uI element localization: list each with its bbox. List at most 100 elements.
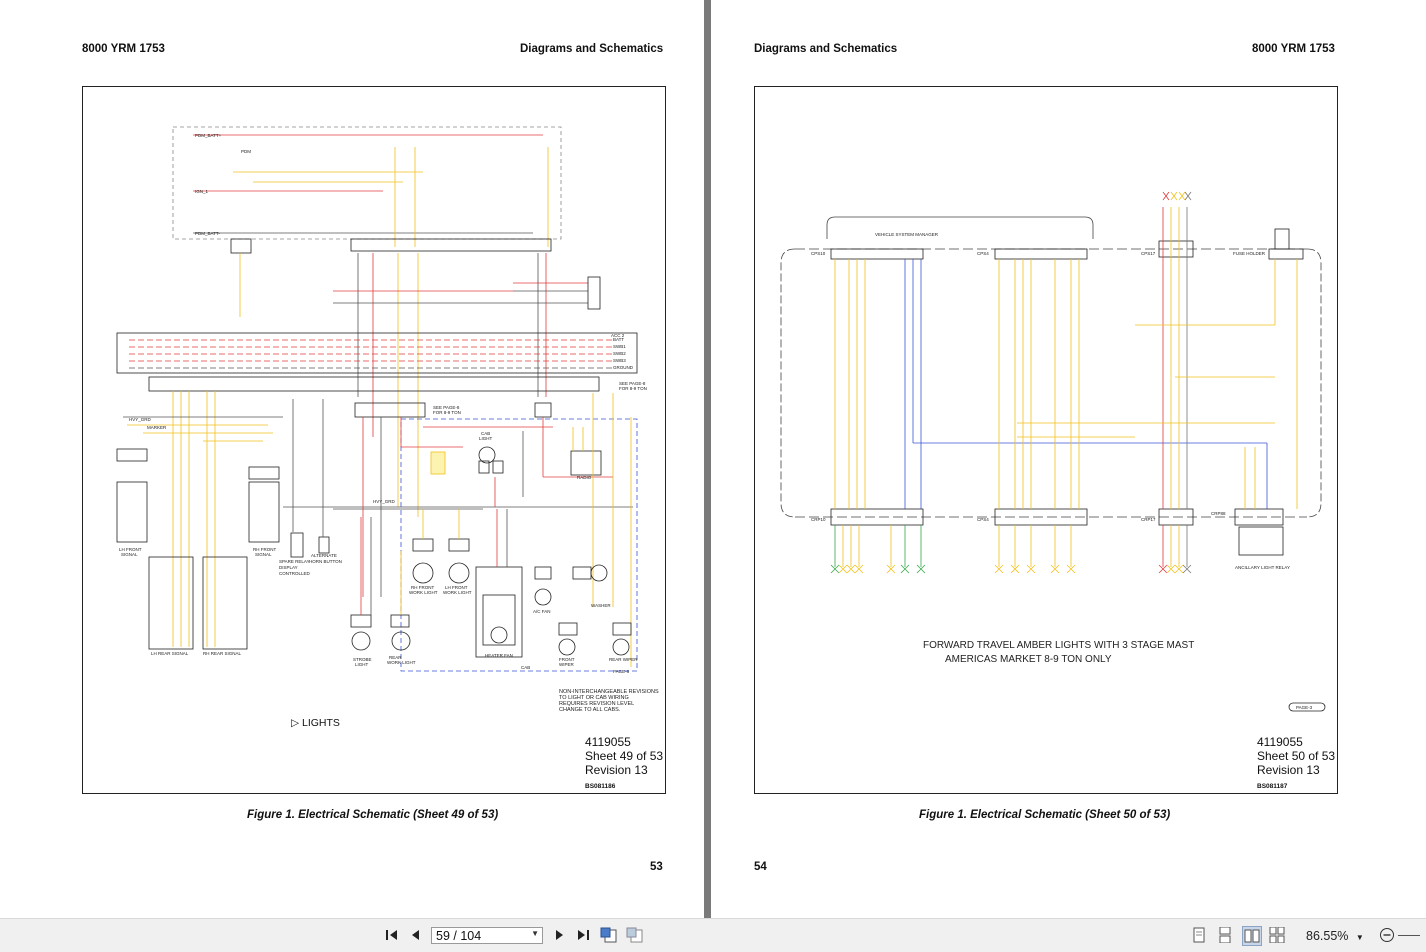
next-page-icon[interactable] — [550, 926, 568, 944]
svg-text:CRP88: CRP88 — [1211, 511, 1226, 516]
last-page-icon[interactable] — [574, 926, 592, 944]
revision-number: Revision 13 — [1257, 763, 1320, 777]
svg-text:HVY_GRD: HVY_GRD — [373, 499, 396, 504]
svg-text:RADIO: RADIO — [577, 475, 592, 480]
svg-text:DISPLAY: DISPLAY — [279, 565, 298, 570]
zoom-slider[interactable] — [1398, 935, 1420, 936]
extract-page-icon[interactable] — [600, 926, 618, 944]
page-number-input[interactable]: 59 / 104 ▼ — [431, 927, 543, 944]
svg-text:HORN BUTTON: HORN BUTTON — [309, 559, 342, 564]
svg-text:IGN_1: IGN_1 — [195, 189, 209, 194]
svg-text:PDM_BATT-: PDM_BATT- — [195, 231, 220, 236]
svg-text:CAB: CAB — [481, 431, 490, 436]
bs-number: BS081186 — [585, 783, 616, 790]
svg-text:LH FRONT: LH FRONT — [119, 547, 142, 552]
svg-text:HVY_GRD: HVY_GRD — [129, 417, 152, 422]
svg-text:FOR 8-9 TON: FOR 8-9 TON — [433, 410, 461, 415]
svg-text:RH FRONT: RH FRONT — [253, 547, 276, 552]
fuse-holder-label: FUSE HOLDER — [1233, 251, 1266, 256]
chevron-down-icon[interactable]: ▼ — [531, 929, 539, 938]
svg-text:CPS4: CPS4 — [977, 251, 989, 256]
sheet-number: Sheet 50 of 53 — [1257, 749, 1336, 763]
relay-label: ANCILLARY LIGHT RELAY — [1235, 565, 1290, 570]
title-block: 4119055 Sheet 49 of 53 Revision 13 — [585, 735, 663, 777]
chevron-down-icon[interactable]: ▼ — [1355, 933, 1364, 942]
document-viewport[interactable]: 8000 YRM 1753 Diagrams and Schematics — [0, 0, 1426, 918]
sheet-number: Sheet 49 of 53 — [585, 749, 664, 763]
page-54: Diagrams and Schematics 8000 YRM 1753 — [711, 0, 1426, 918]
section-header: Diagrams and Schematics — [754, 43, 898, 55]
figure-caption: Figure 1. Electrical Schematic (Sheet 49… — [247, 809, 499, 821]
svg-text:CPS4: CPS4 — [977, 517, 989, 522]
svg-text:MARKER: MARKER — [147, 425, 167, 430]
svg-text:PDM: PDM — [241, 149, 251, 154]
schematic-drawing: PDM_BATT+ IGN_1 PDM_BATT- PDM BATT SWB1 … — [116, 126, 647, 674]
vsm-label: VEHICLE SYSTEM MANAGER — [875, 232, 939, 237]
lights-label: ▷ LIGHTS — [291, 717, 340, 729]
svg-text:WASHER: WASHER — [591, 603, 611, 608]
svg-text:CAB: CAB — [521, 665, 530, 670]
two-page-continuous-icon[interactable] — [1268, 926, 1286, 944]
svg-text:SWB2: SWB2 — [613, 351, 626, 356]
svg-text:FOR 8-9 TON: FOR 8-9 TON — [619, 386, 647, 391]
note-line: REQUIRES REVISION LEVEL — [559, 701, 635, 707]
svg-text:SEE PAGE-8: SEE PAGE-8 — [433, 405, 460, 410]
svg-text:REAR WIPER: REAR WIPER — [609, 657, 638, 662]
zoom-value: 86.55% — [1306, 929, 1349, 943]
svg-text:RH REAR SIGNAL: RH REAR SIGNAL — [203, 651, 242, 656]
page-ref-label: PAGE-3 — [1296, 705, 1313, 710]
svg-text:ALTERNATE: ALTERNATE — [311, 553, 337, 558]
flag-icon: ▷ — [291, 717, 300, 729]
zoom-out-icon[interactable] — [1378, 926, 1396, 944]
svg-text:WORK LIGHT: WORK LIGHT — [409, 590, 438, 595]
figure-caption: Figure 1. Electrical Schematic (Sheet 50… — [919, 809, 1171, 821]
svg-text:WORK LIGHT: WORK LIGHT — [443, 590, 472, 595]
page-number: 53 — [650, 861, 663, 873]
prev-page-icon[interactable] — [407, 926, 425, 944]
svg-text:RH FRONT: RH FRONT — [411, 585, 434, 590]
svg-text:LIGHT: LIGHT — [479, 436, 493, 441]
lights-text: LIGHTS — [302, 717, 340, 729]
zoom-level[interactable]: 86.55% ▼ — [1306, 929, 1364, 943]
market-note: FORWARD TRAVEL AMBER LIGHTS WITH 3 STAGE… — [923, 639, 1194, 667]
svg-text:CRP10: CRP10 — [811, 517, 826, 522]
svg-text:SWB3: SWB3 — [613, 358, 626, 363]
page-53: 8000 YRM 1753 Diagrams and Schematics — [0, 0, 704, 918]
drawing-number: 4119055 — [1257, 735, 1303, 749]
svg-text:SEE PAGE-8: SEE PAGE-8 — [619, 381, 646, 386]
schematic-drawing: VEHICLE SYSTEM MANAGER FUSE HOLDER ANCIL… — [780, 191, 1326, 712]
revision-note: NON-INTERCHANGEABLE REVISIONS TO LIGHT O… — [559, 689, 659, 713]
title-block: 4119055 Sheet 50 of 53 Revision 13 — [1257, 735, 1335, 777]
svg-text:PDM_BATT+: PDM_BATT+ — [195, 133, 222, 138]
svg-text:REAR: REAR — [389, 655, 402, 660]
svg-text:LH REAR SIGNAL: LH REAR SIGNAL — [151, 651, 189, 656]
svg-text:WORK LIGHT: WORK LIGHT — [387, 660, 416, 665]
schematic-sheet-50: VEHICLE SYSTEM MANAGER FUSE HOLDER ANCIL… — [754, 86, 1338, 794]
svg-text:CRP17: CRP17 — [1141, 517, 1156, 522]
note-line: TO LIGHT OR CAB WIRING — [559, 695, 629, 701]
svg-text:BATT: BATT — [613, 337, 624, 342]
first-page-icon[interactable] — [383, 926, 401, 944]
note-line: CHANGE TO ALL CABS. — [559, 707, 621, 713]
revision-number: Revision 13 — [585, 763, 648, 777]
note-line: NON-INTERCHANGEABLE REVISIONS — [559, 689, 659, 695]
schematic-sheet-49: PDM_BATT+ IGN_1 PDM_BATT- PDM BATT SWB1 … — [82, 86, 666, 794]
two-page-icon[interactable] — [1242, 926, 1262, 946]
svg-text:CONTROLLED: CONTROLLED — [279, 571, 311, 576]
svg-text:ACC 2: ACC 2 — [611, 333, 625, 338]
svg-text:HEATER FAN: HEATER FAN — [485, 653, 513, 658]
svg-text:PAGE-8: PAGE-8 — [613, 669, 630, 674]
single-page-icon[interactable] — [1190, 926, 1208, 944]
svg-text:A/C FAN: A/C FAN — [533, 609, 551, 614]
doc-id-header: 8000 YRM 1753 — [82, 43, 165, 55]
page-number-value: 59 / 104 — [436, 928, 482, 943]
svg-text:FRONT: FRONT — [559, 657, 575, 662]
continuous-icon[interactable] — [1216, 926, 1234, 944]
section-header: Diagrams and Schematics — [520, 43, 664, 55]
svg-text:SPARE RELAY: SPARE RELAY — [279, 559, 310, 564]
svg-text:CPS10: CPS10 — [811, 251, 826, 256]
svg-text:GROUND: GROUND — [613, 365, 634, 370]
note-line-1: FORWARD TRAVEL AMBER LIGHTS WITH 3 STAGE… — [923, 640, 1195, 651]
replace-page-icon[interactable] — [626, 926, 644, 944]
svg-text:LIGHT: LIGHT — [355, 662, 369, 667]
